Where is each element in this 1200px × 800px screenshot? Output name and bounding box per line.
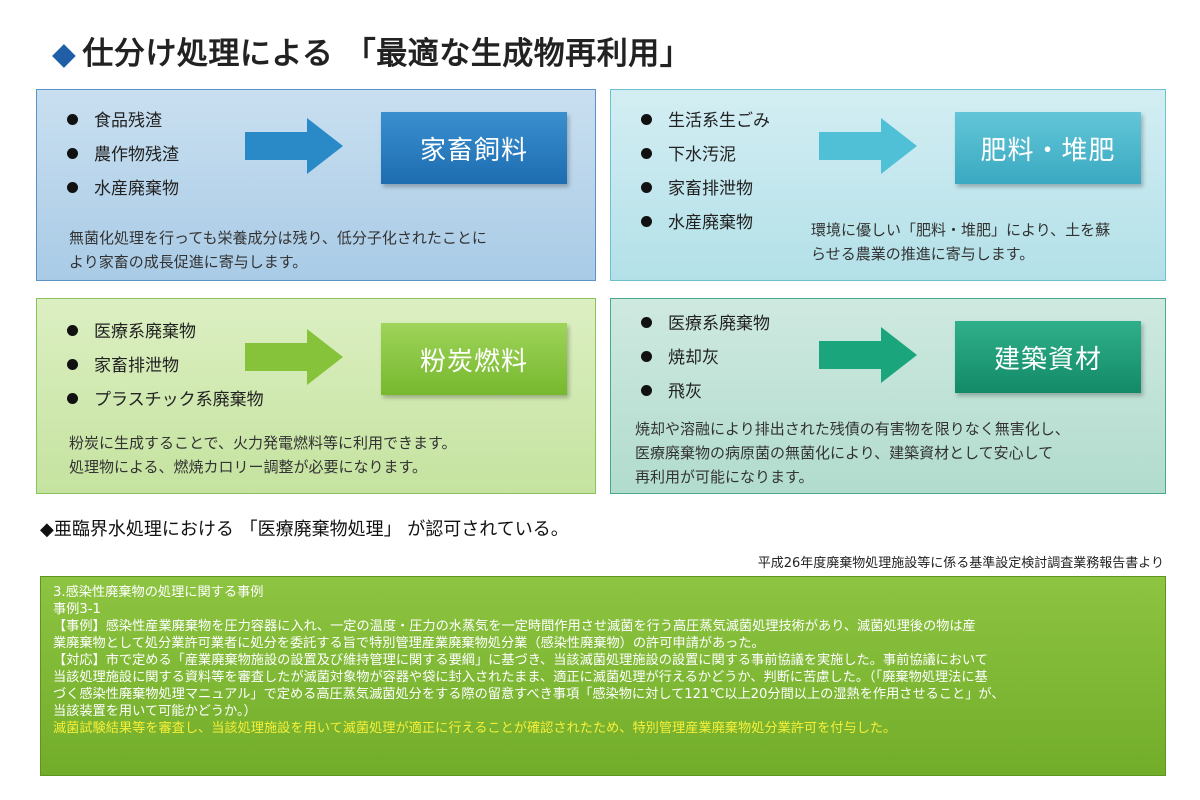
bullet-icon xyxy=(641,147,652,159)
panel-description: 粉炭に生成することで、火力発電燃料等に利用できます。 処理物による、燃焼カロリー… xyxy=(69,434,457,476)
panel-description: 無菌化処理を行っても栄養成分は残り、低分子化されたことに より家畜の成長促進に寄… xyxy=(69,229,487,271)
page-title: ◆仕分け処理による 「最適な生成物再利用」 xyxy=(52,28,691,73)
bullet-icon xyxy=(641,384,652,396)
list-item: 水産廃棄物 xyxy=(67,172,179,206)
case-conclusion: 滅菌試験結果等を審査し、当該処理施設を用いて滅菌処理が適正に行えることが確認され… xyxy=(53,721,897,736)
right-arrow-icon xyxy=(819,327,917,383)
case-line: づく感染性廃棄物処理マニュアル」で定める高圧蒸気滅菌処分をする際の留意すべき事項… xyxy=(53,687,1005,702)
bullet-icon xyxy=(641,215,652,227)
right-arrow-icon xyxy=(245,329,343,385)
bullet-icon xyxy=(67,358,78,370)
list-item: 生活系生ごみ xyxy=(641,104,770,138)
panel-building-materials: 医療系廃棄物 焼却灰 飛灰 建築資材 焼却や溶融により排出された残債の有害物を限… xyxy=(610,298,1166,494)
panel-description: 環境に優しい「肥料・堆肥」により、土を蘇 らせる農業の推進に寄与します。 xyxy=(811,221,1111,263)
right-arrow-icon xyxy=(819,118,917,174)
list-item: 食品残渣 xyxy=(67,104,179,138)
bullet-icon xyxy=(641,350,652,362)
bullet-icon xyxy=(641,181,652,193)
output-label: 粉炭燃料 xyxy=(381,323,567,395)
list-item: 医療系廃棄物 xyxy=(641,307,770,341)
input-list: 医療系廃棄物 家畜排泄物 プラスチック系廃棄物 xyxy=(67,315,264,417)
output-label: 肥料・堆肥 xyxy=(955,112,1141,184)
right-arrow-icon xyxy=(245,118,343,174)
list-item: プラスチック系廃棄物 xyxy=(67,383,264,417)
diamond-icon: ◆ xyxy=(52,36,77,72)
bullet-icon xyxy=(641,113,652,125)
input-list: 医療系廃棄物 焼却灰 飛灰 xyxy=(641,307,770,409)
list-item: 家畜排泄物 xyxy=(641,172,770,206)
input-list: 生活系生ごみ 下水汚泥 家畜排泄物 水産廃棄物 xyxy=(641,104,770,240)
bullet-icon xyxy=(67,181,78,193)
case-line: 業廃棄物として処分業許可業者に処分を委託する旨で特別管理産業廃棄物処分業（感染性… xyxy=(53,636,765,651)
case-study-box: 3.感染性廃棄物の処理に関する事例 事例3-1 【事例】感染性産業廃棄物を圧力容… xyxy=(40,576,1166,776)
panel-description: 焼却や溶融により排出された残債の有害物を限りなく無害化し、 医療廃棄物の病原菌の… xyxy=(635,420,1070,486)
output-label: 建築資材 xyxy=(955,321,1141,393)
case-line: 3.感染性廃棄物の処理に関する事例 xyxy=(53,585,264,600)
input-list: 食品残渣 農作物残渣 水産廃棄物 xyxy=(67,104,179,206)
list-item: 家畜排泄物 xyxy=(67,349,264,383)
panel-charcoal-fuel: 医療系廃棄物 家畜排泄物 プラスチック系廃棄物 粉炭燃料 粉炭に生成することで、… xyxy=(36,298,596,494)
list-item: 焼却灰 xyxy=(641,341,770,375)
approval-note: ◆亜臨界水処理における 「医療廃棄物処理」 が認可されている。 xyxy=(40,519,569,540)
list-item: 飛灰 xyxy=(641,375,770,409)
bullet-icon xyxy=(67,147,78,159)
list-item: 医療系廃棄物 xyxy=(67,315,264,349)
bullet-icon xyxy=(67,324,78,336)
output-label: 家畜飼料 xyxy=(381,112,567,184)
case-line: 当該装置を用いて可能かどうか。） xyxy=(53,704,257,719)
case-line: 【事例】感染性産業廃棄物を圧力容器に入れ、一定の温度・圧力の水蒸気を一定時間作用… xyxy=(53,619,976,634)
title-text: 仕分け処理による 「最適な生成物再利用」 xyxy=(82,36,692,72)
panel-livestock-feed: 食品残渣 農作物残渣 水産廃棄物 家畜飼料 無菌化処理を行っても栄養成分は残り、… xyxy=(36,89,596,281)
case-line: 【対応】市で定める「産業廃棄物施設の設置及び維持管理に関する要綱」に基づき、当該… xyxy=(53,653,988,668)
case-line: 当該処理施設に関する資料等を審査したが滅菌対象物が容器や袋に封入されたまま、適正… xyxy=(53,670,988,685)
case-line: 事例3-1 xyxy=(53,602,101,617)
list-item: 農作物残渣 xyxy=(67,138,179,172)
bullet-icon xyxy=(67,392,78,404)
bullet-icon xyxy=(67,113,78,125)
list-item: 下水汚泥 xyxy=(641,138,770,172)
list-item: 水産廃棄物 xyxy=(641,206,770,240)
bullet-icon xyxy=(641,316,652,328)
source-citation: 平成26年度廃棄物処理施設等に係る基準設定検討調査業務報告書より xyxy=(757,556,1164,571)
panel-fertilizer: 生活系生ごみ 下水汚泥 家畜排泄物 水産廃棄物 肥料・堆肥 環境に優しい「肥料・… xyxy=(610,89,1166,281)
